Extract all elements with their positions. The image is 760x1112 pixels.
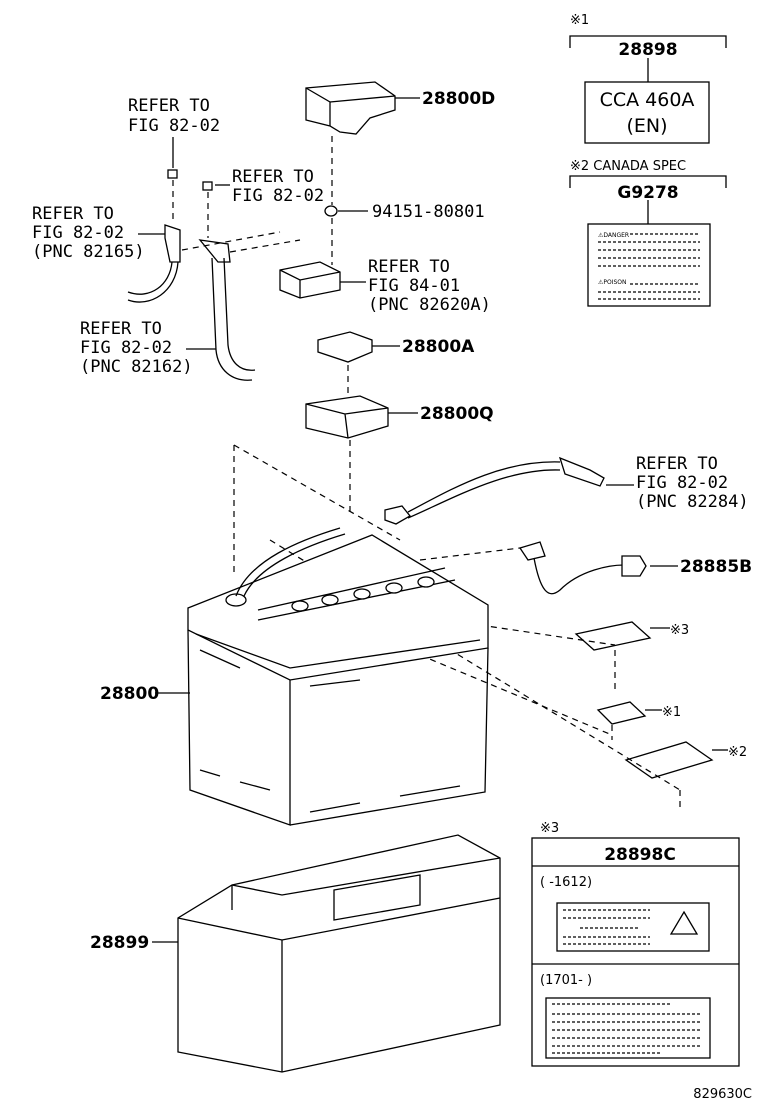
poison-label: ⚠POISON [598,279,627,286]
ref-cable-l3: (PNC 82162) [80,357,193,377]
bolt-mid [202,181,213,191]
sticker-1 [596,701,662,725]
mark-2: ※2 [728,745,747,760]
box2-mark: ※2 CANADA SPEC [570,159,686,174]
box3-range2: (1701- ) [540,973,592,988]
sticker-2 [624,741,728,779]
ground-cable [384,456,605,525]
part-28800a-clamp [317,331,400,363]
label-28885b: 28885B [680,557,752,577]
label-28800a: 28800A [402,337,475,357]
ref-cable-l2: FIG 82-02 [80,338,172,358]
ref-mid-l1: REFER TO [232,167,314,187]
box3-part-number: 28898C [604,845,676,865]
box1-en: (EN) [626,115,667,137]
figure-id: 829630C [693,1087,752,1102]
ref-cable-l1: REFER TO [80,319,162,339]
part-28800q-holder [305,395,418,439]
label-94151: 94151-80801 [372,202,485,222]
ref-left-l2: FIG 82-02 [32,223,124,243]
label-28899: 28899 [90,933,149,953]
ref-mid-l2: FIG 82-02 [232,186,324,206]
spec-box-28898: ※1 28898 CCA 460A (EN) [569,13,727,144]
mark-1: ※1 [662,705,681,720]
ref-right-l1: REFER TO [636,454,718,474]
ref-top-l2: FIG 82-02 [128,116,220,136]
battery-cover-28899 [152,834,501,1073]
box1-part-number: 28898 [618,40,677,60]
part-28800d-cover [305,81,420,135]
ref-left-l1: REFER TO [32,204,114,224]
ref-right-l2: FIG 82-02 [636,473,728,493]
mark-3: ※3 [670,623,689,638]
terminal-cable-main [198,239,256,381]
ref-fig84-l2: FIG 84-01 [368,276,460,296]
label-28800d: 28800D [422,89,495,109]
part-28885b-cable [518,541,678,595]
spec-box-28898c: ※3 28898C ( -1612) (1701- ) [531,821,740,1067]
ref-right-l3: (PNC 82284) [636,492,749,512]
box1-mark: ※1 [570,13,589,28]
terminal-cable-left [127,224,181,303]
part-fuse-block [279,261,366,299]
ref-fig84-l1: REFER TO [368,257,450,277]
danger-label: ⚠DANGER [598,232,629,239]
label-28800: 28800 [100,684,159,704]
ref-top-l1: REFER TO [128,96,210,116]
bolt-top [167,169,178,179]
battery-28800 [155,527,489,826]
box1-cca: CCA 460A [600,89,695,111]
part-94151-nut [324,205,368,217]
sticker-3 [574,621,670,651]
label-28800q: 28800Q [420,404,494,424]
box2-part-number: G9278 [617,183,678,203]
box3-mark: ※3 [540,821,559,836]
box3-range1: ( -1612) [540,875,592,890]
ref-fig84-l3: (PNC 82620A) [368,295,491,315]
ref-left-l3: (PNC 82165) [32,242,145,262]
spec-box-g9278: ※2 CANADA SPEC G9278 ⚠DANGER ⚠POISON [569,159,727,307]
